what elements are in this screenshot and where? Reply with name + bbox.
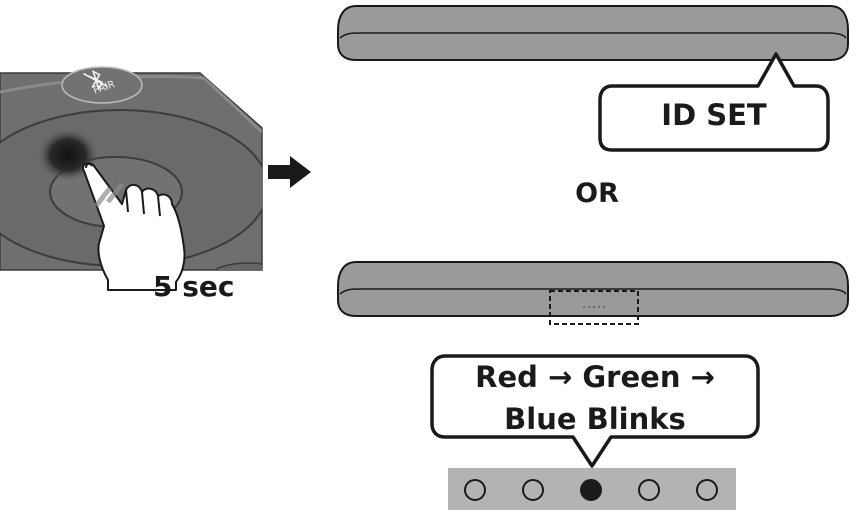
id-set-label: ID SET [600, 86, 828, 144]
right-arrow-icon [268, 156, 311, 188]
hold-time-label: 5 sec [153, 270, 234, 303]
led-status-line1: Red → Green → [432, 360, 758, 394]
remote-control [0, 67, 284, 290]
or-label: OR [560, 178, 634, 209]
led-status-line2: Blue Blinks [432, 402, 758, 436]
soundbar-bottom [338, 262, 848, 324]
indicator-light-active [581, 480, 601, 500]
